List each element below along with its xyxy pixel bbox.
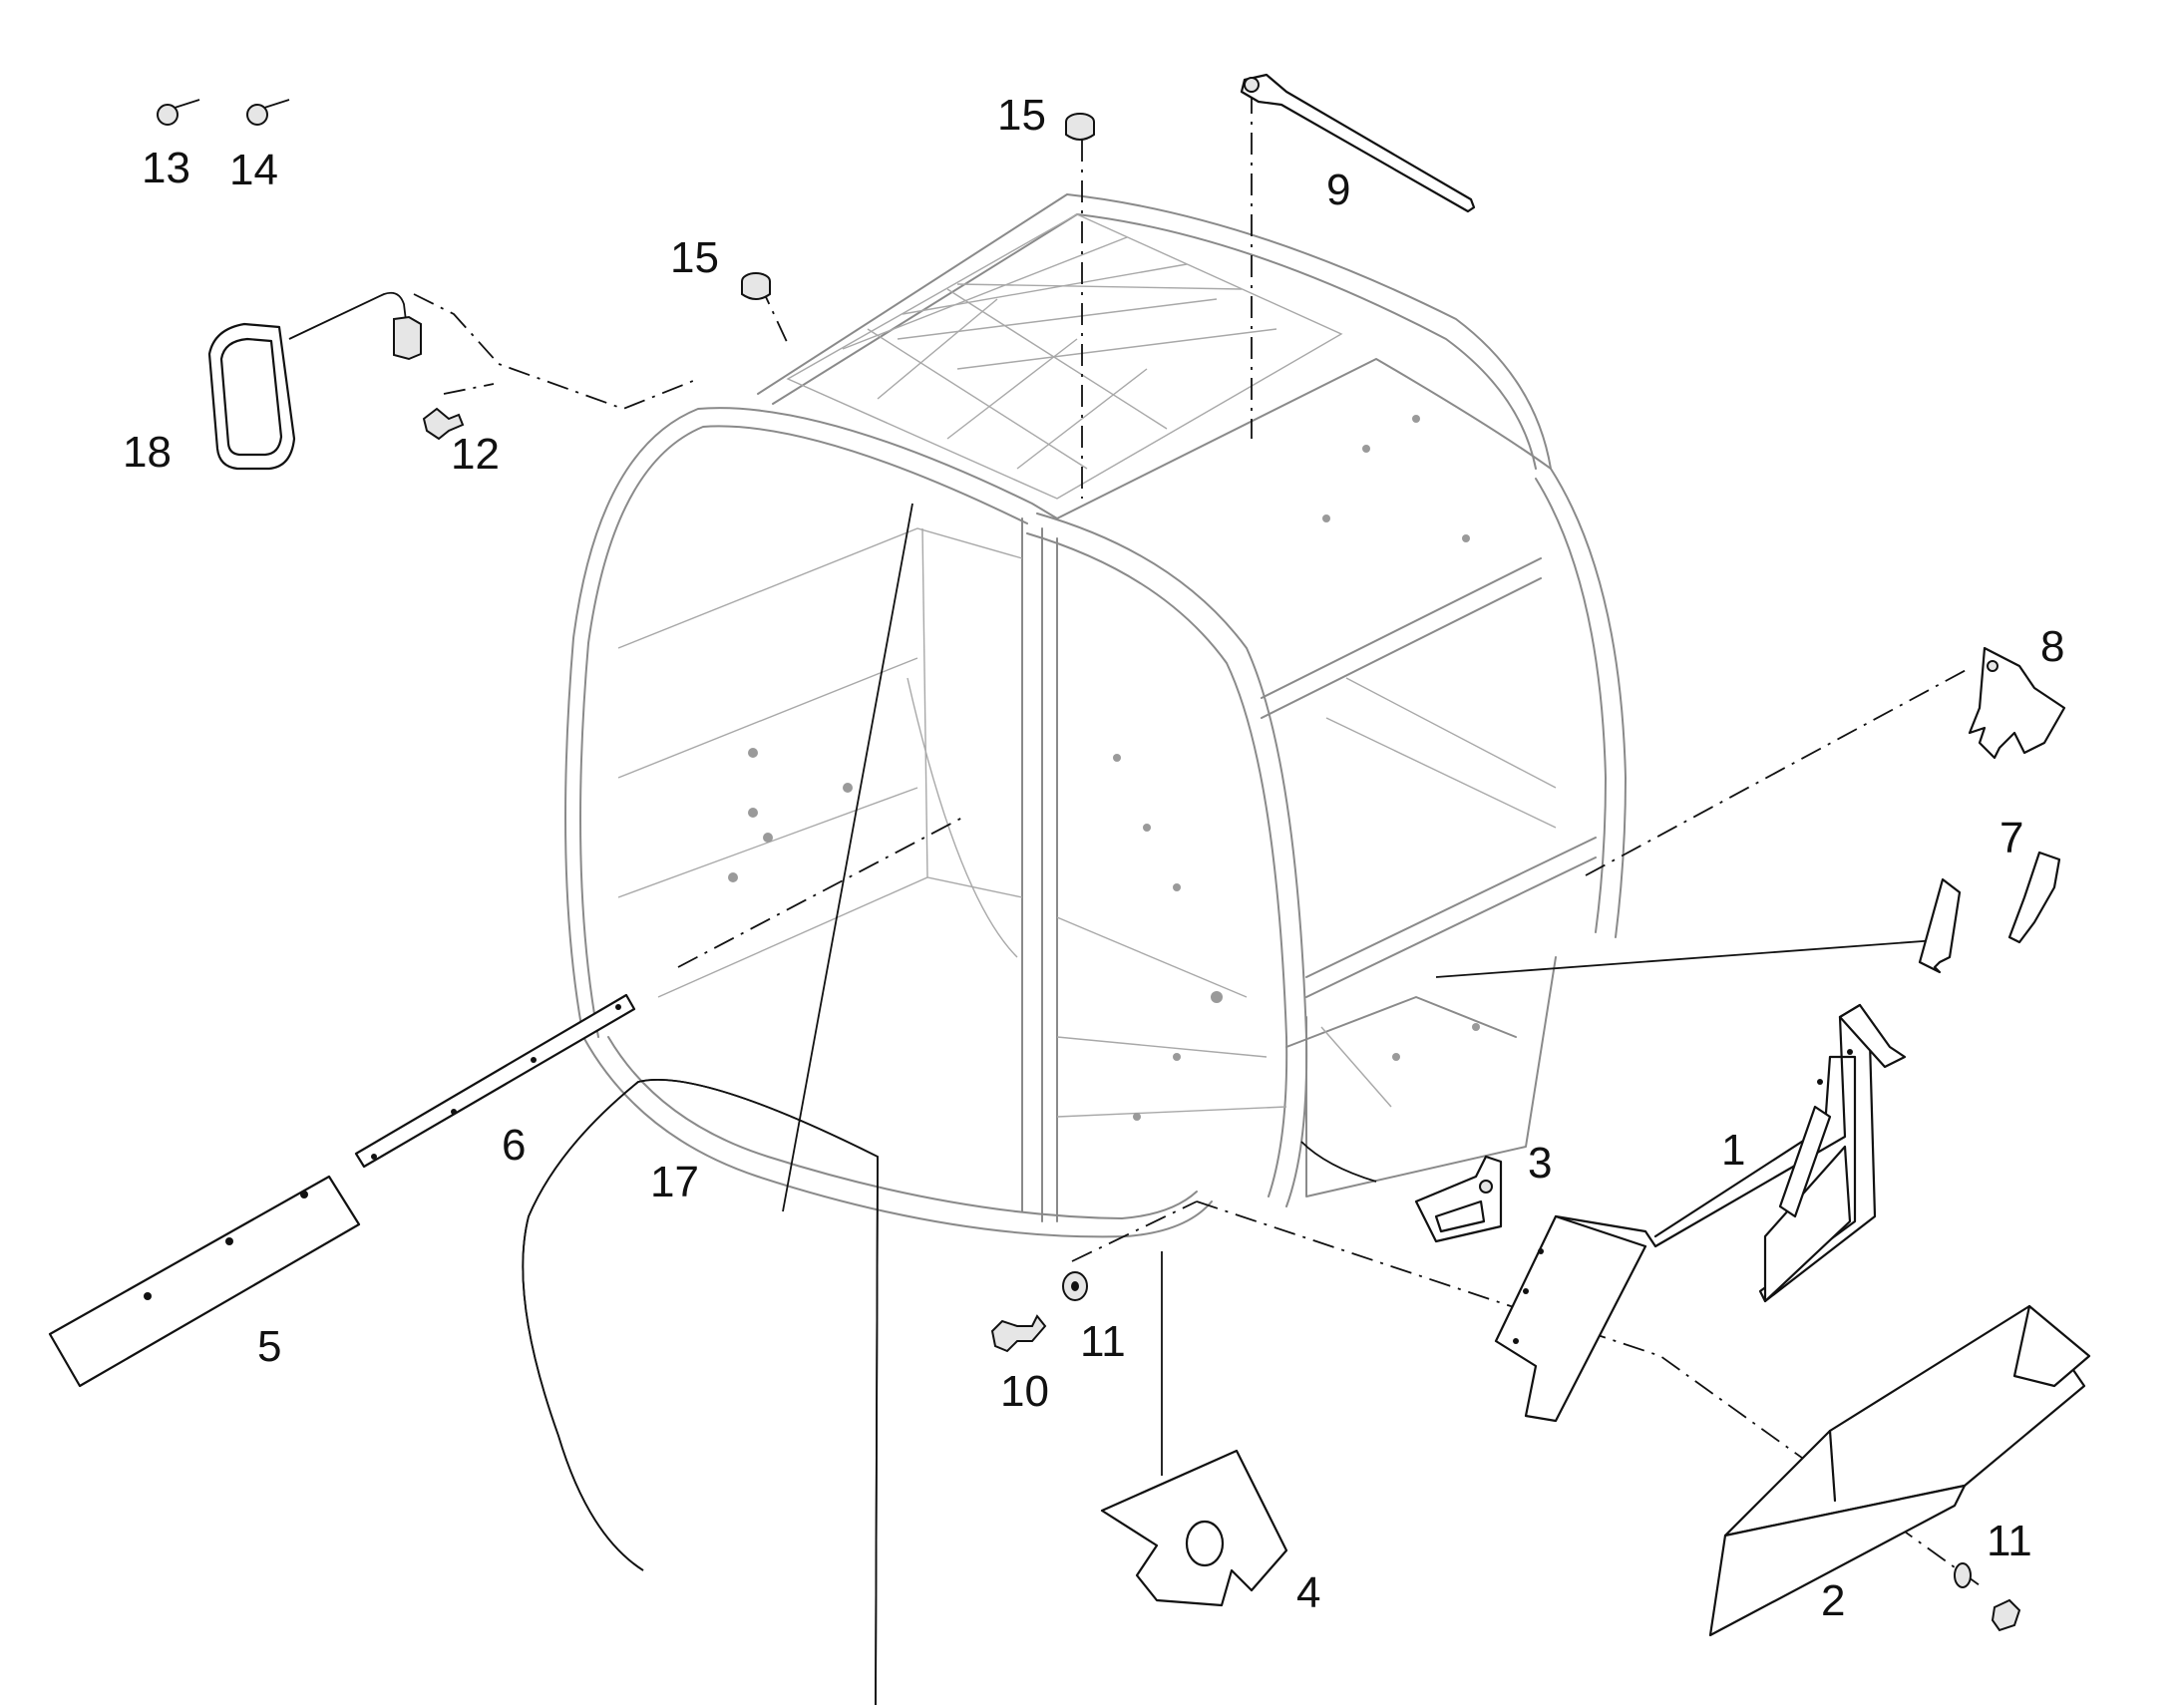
callout-9: 9 [1326, 166, 1350, 214]
callout-6: 6 [502, 1121, 526, 1170]
assembly-lines [413, 92, 1981, 1586]
callout-18: 18 [123, 428, 172, 477]
callout-2: 2 [1821, 1576, 1845, 1625]
callout-17: 17 [650, 1158, 699, 1206]
callout-4: 4 [1296, 1568, 1320, 1617]
callout-8: 8 [2040, 622, 2064, 671]
callout-3: 3 [1528, 1139, 1552, 1188]
part-10-bolt [990, 1314, 1047, 1353]
cab-frame [564, 193, 1627, 1238]
part-13-bolt [157, 99, 200, 126]
callout-5: 5 [257, 1322, 281, 1371]
part-11-washer-lower [1954, 1562, 2021, 1632]
callout-11-lower: 11 [1987, 1517, 2032, 1565]
part-5-rear-panel [48, 1175, 361, 1388]
part-1-side-bracket [1494, 1003, 1907, 1423]
callout-11-upper: 11 [1080, 1317, 1126, 1366]
part-12-screw [422, 407, 465, 441]
part-14-bolt [246, 99, 290, 126]
callout-7: 7 [1999, 814, 2023, 862]
part-6-trim-strip [354, 993, 636, 1169]
callout-labels: 1 2 3 4 5 6 7 8 9 10 11 11 12 13 14 15 1… [123, 91, 2064, 1625]
part-17-door-seal [522, 1079, 879, 1706]
part-8-corner-bracket [1968, 646, 2066, 760]
callout-14: 14 [229, 146, 278, 194]
callout-1: 1 [1721, 1126, 1745, 1175]
callout-15-top: 15 [997, 91, 1046, 140]
callout-13: 13 [142, 144, 190, 192]
callout-15-left: 15 [670, 233, 719, 282]
part-18-mirror [207, 291, 422, 471]
callout-10: 10 [1000, 1367, 1049, 1416]
part-15-grommet-left [741, 272, 771, 300]
part-3-bracket [1414, 1155, 1503, 1243]
part-11-washer-upper [1062, 1271, 1088, 1301]
part-9-gas-strut [1240, 73, 1476, 213]
part-15-grommet-top [1065, 113, 1095, 141]
callout-12: 12 [451, 430, 500, 479]
part-7-shims [1918, 851, 2061, 974]
part-4-gusset-plate [1100, 1449, 1288, 1607]
part-2-floor-plate [1708, 1304, 2091, 1637]
